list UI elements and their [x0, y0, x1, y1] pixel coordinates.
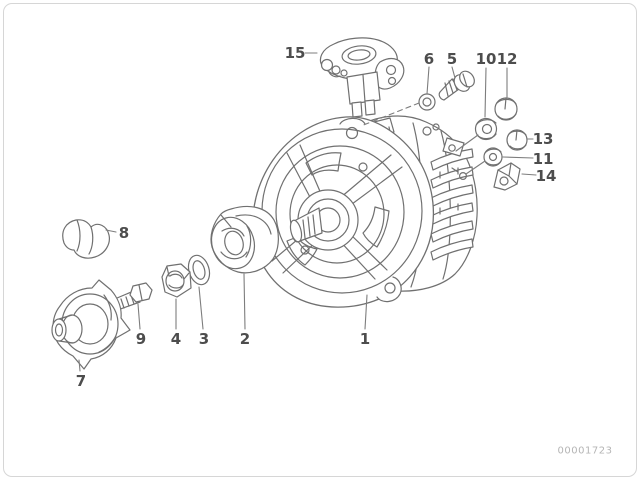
part-callout-2[interactable]: 2	[239, 330, 251, 348]
bracket-drawing-14	[493, 162, 521, 191]
part-callout-15[interactable]: 15	[284, 44, 306, 62]
part-callout-3[interactable]: 3	[198, 330, 210, 348]
part-callout-8[interactable]: 8	[118, 224, 130, 242]
nut-drawing-4	[161, 263, 192, 298]
part-callout-9[interactable]: 9	[135, 330, 147, 348]
nut-drawing-10	[474, 117, 498, 141]
leader-lines	[78, 52, 537, 372]
part-callout-7[interactable]: 7	[75, 372, 87, 390]
part-callout-5[interactable]: 5	[446, 50, 458, 68]
washer-drawing-6	[418, 93, 436, 111]
part-callout-6[interactable]: 6	[423, 50, 435, 68]
part-callout-10[interactable]: 10	[475, 50, 497, 68]
part-callout-13[interactable]: 13	[532, 130, 554, 148]
part-callout-11[interactable]: 11	[532, 150, 554, 168]
part-callout-1[interactable]: 1	[359, 330, 371, 348]
bolt-drawing-5	[438, 70, 475, 101]
cap-drawing-13	[506, 129, 528, 151]
cap-drawing-12	[494, 97, 518, 121]
regulator-drawing-15	[319, 37, 405, 118]
nut-drawing-11	[483, 147, 503, 167]
alternator-front-flange-drawing	[252, 116, 435, 308]
part-callout-4[interactable]: 4	[170, 330, 182, 348]
part-callout-14[interactable]: 14	[535, 167, 557, 185]
pulley-drawing	[210, 205, 279, 274]
cover-cap-drawing-8	[62, 219, 110, 259]
part-callout-12[interactable]: 12	[496, 50, 518, 68]
fan-drawing-7	[51, 279, 131, 370]
drawing-number: 00001723	[557, 445, 613, 457]
